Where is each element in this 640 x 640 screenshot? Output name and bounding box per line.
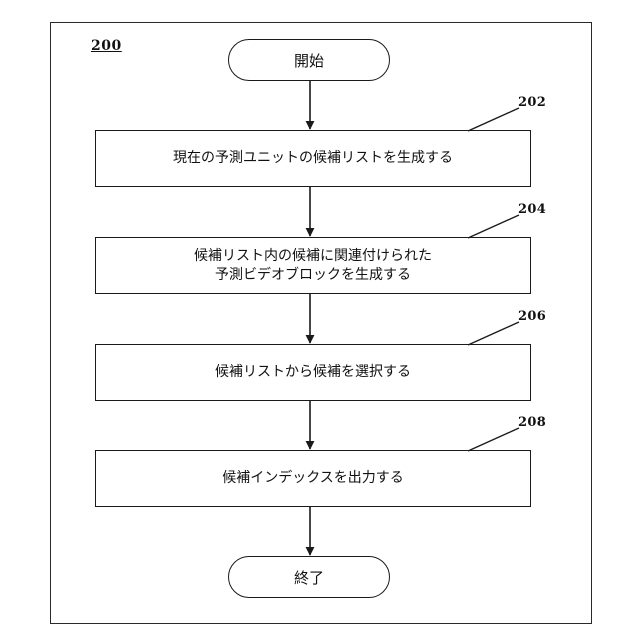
step-206-text: 候補リストから候補を選択する [215, 363, 411, 382]
step-202-box: 現在の予測ユニットの候補リストを生成する [95, 130, 531, 187]
figure-number: 200 [91, 38, 122, 54]
step-204-text-line-2: 予測ビデオブロックを生成する [215, 266, 411, 285]
step-206-ref: 206 [518, 309, 546, 324]
figure-frame [50, 22, 592, 624]
step-202-ref: 202 [518, 95, 546, 110]
step-204-text-line-1: 候補リスト内の候補に関連付けられた [194, 247, 432, 266]
step-208-box: 候補インデックスを出力する [95, 450, 531, 507]
step-206-box: 候補リストから候補を選択する [95, 344, 531, 401]
step-204-ref: 204 [518, 202, 546, 217]
start-label: 開始 [294, 50, 324, 71]
end-label: 終了 [294, 567, 324, 588]
step-208-ref: 208 [518, 415, 546, 430]
step-204-box: 候補リスト内の候補に関連付けられた 予測ビデオブロックを生成する [95, 237, 531, 294]
end-terminal: 終了 [228, 556, 390, 598]
start-terminal: 開始 [228, 39, 390, 81]
step-202-text: 現在の予測ユニットの候補リストを生成する [173, 149, 453, 168]
step-208-text: 候補インデックスを出力する [222, 469, 404, 488]
